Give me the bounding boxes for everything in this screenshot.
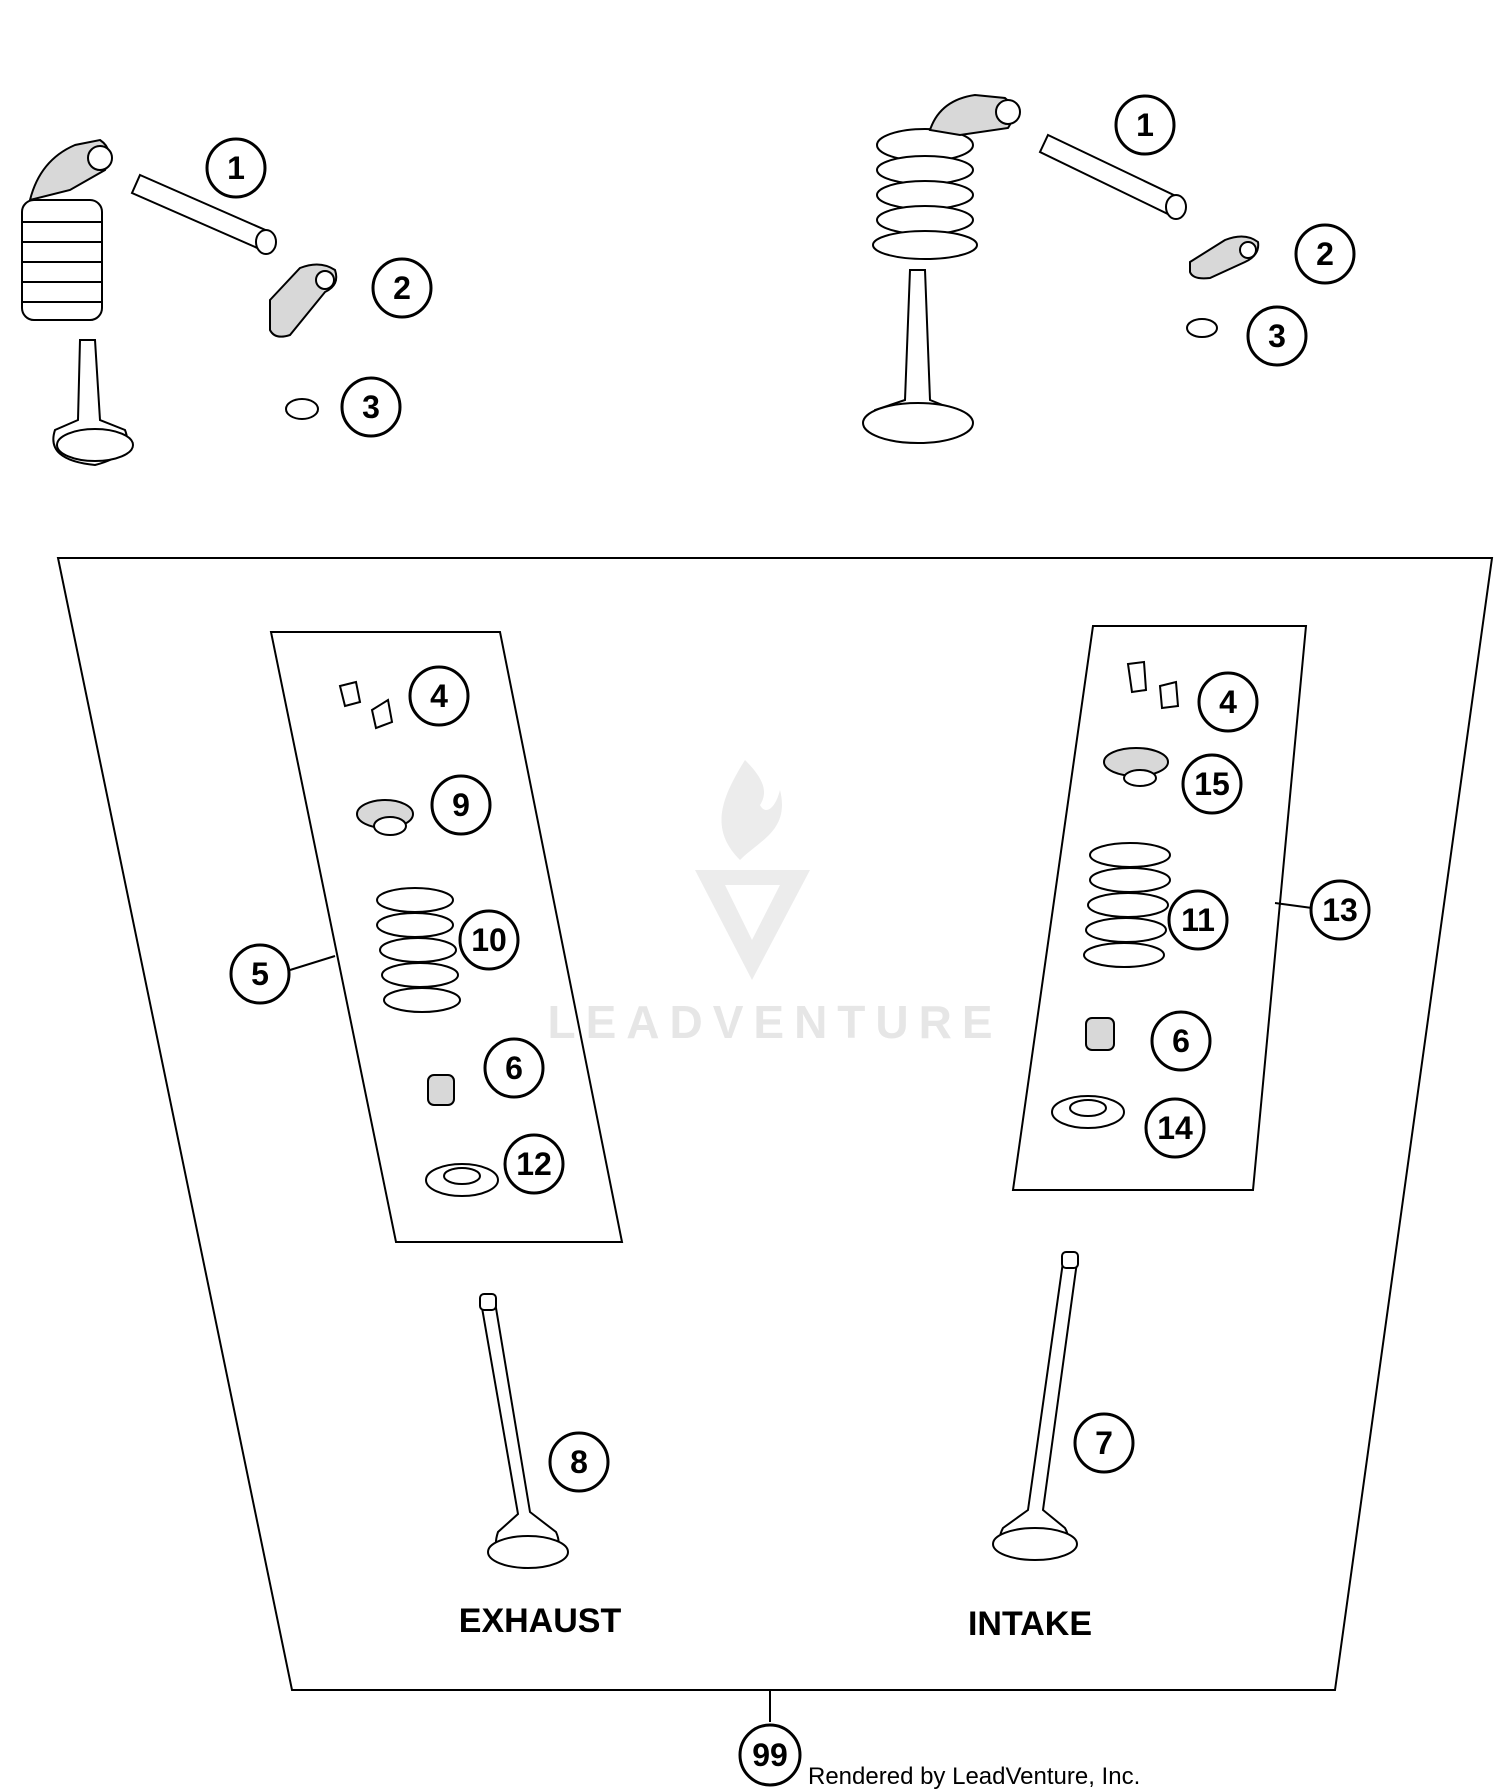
intake-kit-outline (1011, 625, 1308, 1191)
svg-text:3: 3 (1268, 318, 1286, 354)
callout-intake-valve[interactable]: 7 (1073, 1412, 1135, 1474)
svg-text:4: 4 (1219, 684, 1237, 720)
callout-top-left-rocker-arm[interactable]: 2 (371, 257, 433, 319)
callout-exhaust-kit-group[interactable]: 5 (229, 943, 291, 1005)
exhaust-stem-seal (427, 1074, 455, 1106)
svg-text:6: 6 (505, 1050, 523, 1086)
svg-text:12: 12 (516, 1146, 552, 1182)
intake-label: INTAKE (968, 1605, 1092, 1643)
svg-text:14: 14 (1157, 1110, 1193, 1146)
svg-text:1: 1 (1136, 107, 1154, 143)
svg-text:6: 6 (1172, 1023, 1190, 1059)
svg-text:11: 11 (1181, 902, 1215, 938)
callout-intake-spring-seat[interactable]: 14 (1144, 1097, 1206, 1159)
top-right-shim (1186, 318, 1218, 338)
intake-retainer (1103, 747, 1169, 787)
svg-text:10: 10 (471, 922, 507, 958)
watermark: LEADVENTURE (547, 760, 1002, 1048)
svg-text:13: 13 (1322, 892, 1358, 928)
callout-exhaust-stem-seal[interactable]: 6 (483, 1037, 545, 1099)
callout-top-right-rocker-shaft[interactable]: 1 (1114, 94, 1176, 156)
top-right-rocker-shaft (1038, 133, 1187, 220)
callout-top-right-rocker-arm[interactable]: 2 (1294, 223, 1356, 285)
svg-text:1: 1 (227, 150, 245, 186)
exhaust-retainer (356, 799, 414, 836)
callout-intake-retainer[interactable]: 15 (1181, 753, 1243, 815)
svg-text:5: 5 (251, 956, 269, 992)
callout-intake-kit-group[interactable]: 13 (1309, 879, 1371, 941)
svg-text:99: 99 (752, 1737, 788, 1773)
valve-set-outline (56, 557, 1494, 1691)
top-left-rocker-shaft (130, 173, 277, 255)
top-left-shim (285, 398, 319, 420)
exhaust-spring (376, 887, 461, 1013)
callout-exhaust-spring[interactable]: 10 (458, 909, 520, 971)
callout-top-left-shim[interactable]: 3 (340, 376, 402, 438)
svg-text:9: 9 (452, 787, 470, 823)
svg-text:7: 7 (1095, 1425, 1113, 1461)
top-left-valve-assembly (21, 138, 134, 467)
exhaust-spring-seat (425, 1163, 499, 1197)
svg-text:8: 8 (570, 1444, 588, 1480)
exhaust-kit-outline (269, 631, 624, 1243)
exhaust-label: EXHAUST (459, 1602, 622, 1640)
intake-spring (1083, 842, 1171, 968)
callout-valve-set[interactable]: 99 (738, 1723, 802, 1787)
svg-text:4: 4 (430, 678, 448, 714)
callout-top-left-rocker-shaft[interactable]: 1 (205, 137, 267, 199)
callout-top-right-shim[interactable]: 3 (1246, 305, 1308, 367)
callout-exhaust-valve[interactable]: 8 (548, 1431, 610, 1493)
top-left-rocker-arm (269, 263, 338, 338)
intake-spring-seat (1051, 1095, 1125, 1129)
intake-valve (992, 1251, 1079, 1561)
callout-exhaust-retainer[interactable]: 9 (430, 774, 492, 836)
callout-exhaust-spring-seat[interactable]: 12 (503, 1133, 565, 1195)
leadventure-logo-icon (695, 760, 810, 980)
credit-text: Rendered by LeadVenture, Inc. (808, 1763, 1140, 1790)
exhaust-keepers (338, 680, 394, 730)
watermark-text: LEADVENTURE (547, 996, 1002, 1048)
callout-intake-keepers[interactable]: 4 (1197, 671, 1259, 733)
svg-text:3: 3 (362, 389, 380, 425)
callout-intake-spring[interactable]: 11 (1167, 889, 1229, 951)
svg-text:2: 2 (1316, 236, 1334, 272)
intake-keepers (1126, 660, 1180, 710)
svg-text:15: 15 (1194, 766, 1230, 802)
callout-intake-stem-seal[interactable]: 6 (1150, 1010, 1212, 1072)
top-right-valve-assembly (862, 93, 1021, 444)
callout-exhaust-keepers[interactable]: 4 (408, 665, 470, 727)
top-right-rocker-arm (1189, 235, 1260, 280)
svg-text:2: 2 (393, 270, 411, 306)
intake-stem-seal (1085, 1017, 1115, 1051)
exhaust-valve (479, 1293, 569, 1570)
